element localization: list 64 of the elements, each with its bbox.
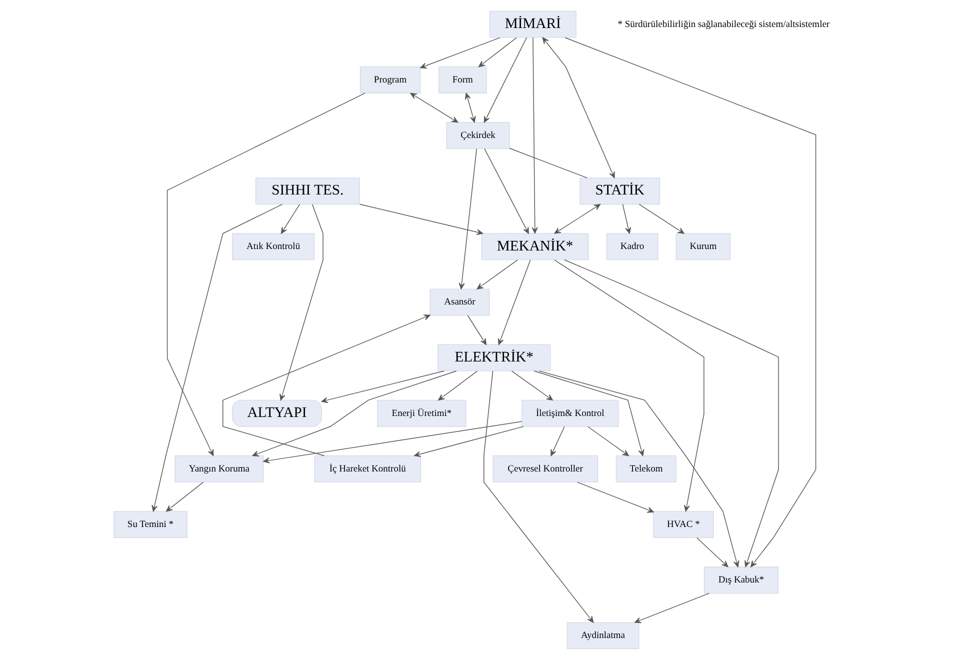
arrow (458, 148, 476, 290)
arrow (564, 260, 778, 568)
arrow (538, 370, 739, 568)
arrow (586, 426, 628, 456)
arrow (497, 260, 530, 345)
node-box: Asansör (429, 288, 490, 316)
arrow (414, 426, 524, 458)
arrow (410, 92, 458, 123)
arrow (484, 148, 528, 234)
node-box: Su Temini * (113, 510, 187, 538)
arrow (466, 315, 486, 345)
connector (508, 148, 588, 178)
arrow (166, 92, 365, 456)
arrow (358, 204, 483, 236)
arrow (420, 37, 500, 69)
node-box: Çevresel Kontroller (492, 455, 598, 482)
arrow (320, 370, 444, 403)
arrow (438, 370, 478, 400)
arrow (476, 260, 518, 290)
node-box: STATİK (579, 178, 660, 205)
arrow (576, 482, 654, 513)
arrow (483, 37, 526, 123)
arrow (550, 426, 564, 456)
node-box: ALTYAPI (232, 400, 322, 427)
node-box: Dış Kabuk* (703, 566, 778, 594)
arrow (262, 421, 522, 464)
node-box: Atık Kontrolü (232, 233, 314, 260)
arrow (165, 482, 204, 512)
node-box: Yangın Koruma (174, 455, 264, 482)
arrow (622, 204, 631, 234)
arrow (478, 37, 516, 68)
node-box: İletişim& Kontrol (521, 400, 618, 427)
arrow (564, 37, 816, 568)
arrow (638, 204, 684, 234)
arrow (531, 37, 538, 234)
node-box: MİMARİ (488, 10, 576, 38)
node-box: Program (359, 66, 420, 94)
node-box: MEKANİK* (480, 233, 588, 260)
arrow (510, 370, 552, 400)
node-box: SIHHI TES. (254, 178, 360, 205)
arrow (554, 204, 600, 234)
node-box: Enerji Üretimi* (376, 400, 466, 427)
node-box: HVAC * (652, 510, 714, 538)
arrow (634, 592, 710, 624)
node-box: Çekirdek (446, 122, 510, 150)
label: * Sürdürülebilirliğin sağlanabileceği sistem/altsistemler (617, 20, 830, 30)
node-box: Form (438, 66, 486, 94)
node-box: Telekom (615, 455, 676, 482)
arrow (279, 204, 323, 400)
arrow (696, 537, 728, 568)
arrow (151, 204, 282, 512)
arrow (280, 204, 300, 234)
node-box: ELEKTRİK* (436, 344, 550, 372)
arrow (542, 37, 614, 178)
arrow (483, 370, 594, 623)
node-box: Kadro (606, 233, 658, 260)
node-box: Kurum (675, 233, 730, 260)
node-box: İç Hareket Kontrolü (314, 455, 420, 482)
arrow (554, 260, 704, 512)
arrow (252, 370, 456, 456)
node-box: Aydinlatma (566, 622, 639, 650)
arrow (533, 370, 644, 456)
arrow (222, 314, 430, 456)
arrow (464, 92, 476, 123)
